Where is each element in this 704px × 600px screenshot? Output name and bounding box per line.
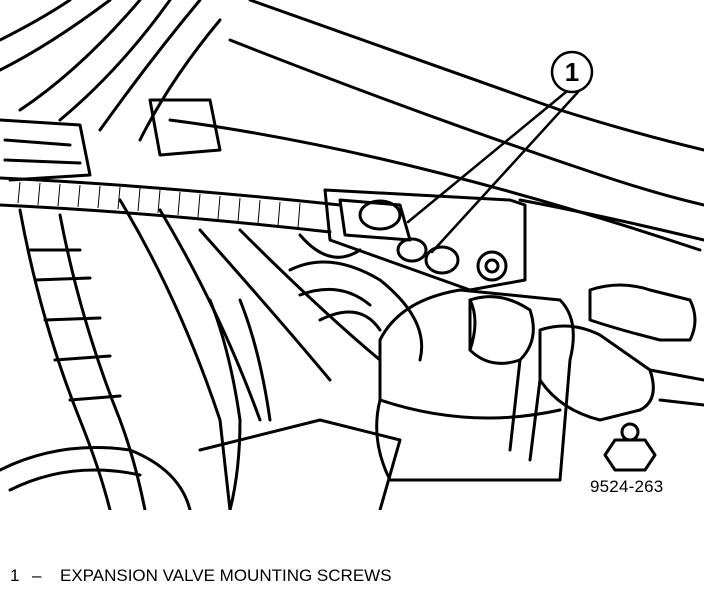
callout-leaders [406, 50, 594, 254]
refrigerant-line-horizontal [0, 176, 342, 234]
electrical-connectors-right [508, 283, 704, 462]
reservoir-housing [375, 288, 575, 482]
legend-item-number: 1 [10, 566, 20, 585]
nut-fastener [603, 422, 657, 472]
line-drawing [0, 0, 704, 510]
legend-item-separator: – [32, 566, 42, 585]
callout-circle [550, 50, 594, 94]
expansion-valve-block [298, 188, 527, 292]
wiring-harness-left [18, 198, 382, 510]
figure-id-label: 9524-263 [590, 477, 664, 496]
tube-hatching [17, 181, 301, 229]
legend-item-text: EXPANSION VALVE MOUNTING SCREWS [60, 566, 392, 585]
lower-left-component [0, 418, 402, 510]
callout-number: 1 [564, 57, 580, 87]
hood-edge-lines [168, 0, 704, 252]
refrigerant-hoses [208, 260, 424, 510]
legend: 1–EXPANSION VALVE MOUNTING SCREWS [10, 566, 392, 586]
engine-bay-illustration [0, 0, 704, 510]
wiring-harness-upper-left [0, 0, 222, 182]
